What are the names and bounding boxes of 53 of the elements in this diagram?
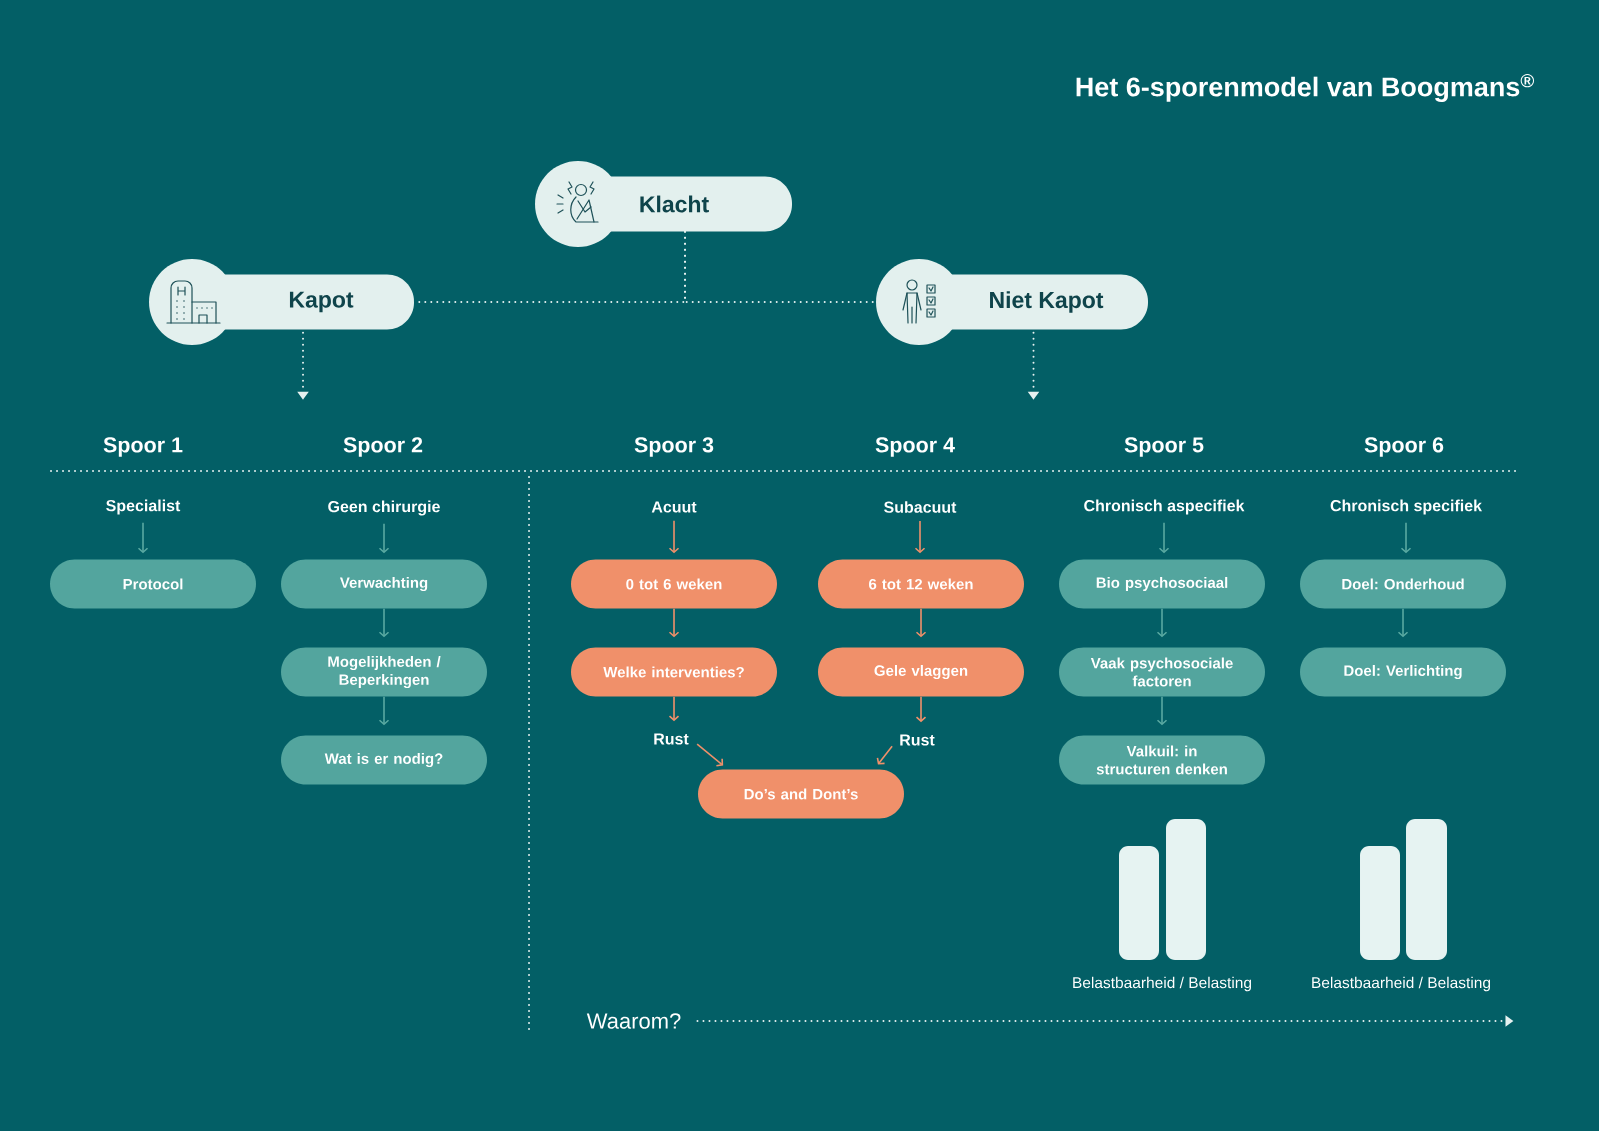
arrow xyxy=(876,745,893,765)
arrow xyxy=(1156,695,1168,726)
heading-pill: Kapot xyxy=(149,259,414,345)
step-label: Acuut xyxy=(651,501,697,513)
step-label: Rust xyxy=(900,734,935,746)
step-pill: Vaak psychosociale factoren xyxy=(1059,647,1265,697)
arrow xyxy=(378,607,390,638)
arrow xyxy=(1397,607,1409,638)
step-pill: Valkuil: in structuren denken xyxy=(1059,735,1265,785)
arrow xyxy=(1156,607,1168,638)
question-label: Waarom? xyxy=(586,1013,681,1029)
chart-caption: Belastbaarheid / Belasting xyxy=(1073,976,1251,992)
step-pill: Protocol xyxy=(50,559,256,609)
arrow xyxy=(137,521,149,554)
arrow xyxy=(378,695,390,726)
step-pill: Bio psychosociaal xyxy=(1059,559,1265,609)
step-label: Chronisch aspecifiek xyxy=(1084,499,1245,515)
arrow xyxy=(1158,521,1170,554)
step-pill: Doel: Verlichting xyxy=(1300,647,1506,697)
chart-caption: Belastbaarheid / Belasting xyxy=(1312,976,1490,992)
title: Het 6-sporenmodel van Boogmans$^{®}$ xyxy=(1076,74,1534,102)
arrow xyxy=(696,743,724,767)
step-pill: Verwachting xyxy=(281,559,487,609)
step-pill: Doel: Onderhoud xyxy=(1300,559,1506,609)
arrow xyxy=(915,695,927,723)
arrow xyxy=(1400,521,1412,554)
arrow xyxy=(668,695,680,722)
heading-pill: Klacht xyxy=(535,161,792,247)
step-label: Geen chirurgie xyxy=(328,500,440,516)
dotted-line xyxy=(684,230,875,303)
column-heading: Spoor 4 xyxy=(875,437,955,457)
step-pill: Mogelijkheden / Beperkingen xyxy=(281,647,487,697)
step-label: Subacuut xyxy=(884,501,957,513)
arrow xyxy=(668,520,680,554)
arrow xyxy=(915,607,927,638)
step-pill: Gele vlaggen xyxy=(818,647,1024,697)
column-heading: Spoor 2 xyxy=(343,437,423,457)
step-pill: Wat is er nodig? xyxy=(281,735,487,785)
step-label: Chronisch specifiek xyxy=(1330,499,1483,515)
heading-pill: Niet Kapot xyxy=(876,259,1148,345)
step-pill: Welke interventies? xyxy=(571,647,777,697)
column-heading: Spoor 5 xyxy=(1124,437,1204,457)
step-pill: Do’s and Dont’s xyxy=(698,769,904,819)
step-label: Rust xyxy=(654,733,689,745)
step-pill: 0 tot 6 weken xyxy=(571,559,777,609)
column-heading: Spoor 3 xyxy=(634,437,714,457)
arrow xyxy=(668,607,680,638)
column-heading: Spoor 1 xyxy=(103,437,183,457)
step-pill: 6 tot 12 weken xyxy=(818,559,1024,609)
arrow xyxy=(914,520,926,554)
step-label: Specialist xyxy=(106,499,181,515)
column-heading: Spoor 6 xyxy=(1364,437,1444,457)
arrow xyxy=(378,522,390,554)
